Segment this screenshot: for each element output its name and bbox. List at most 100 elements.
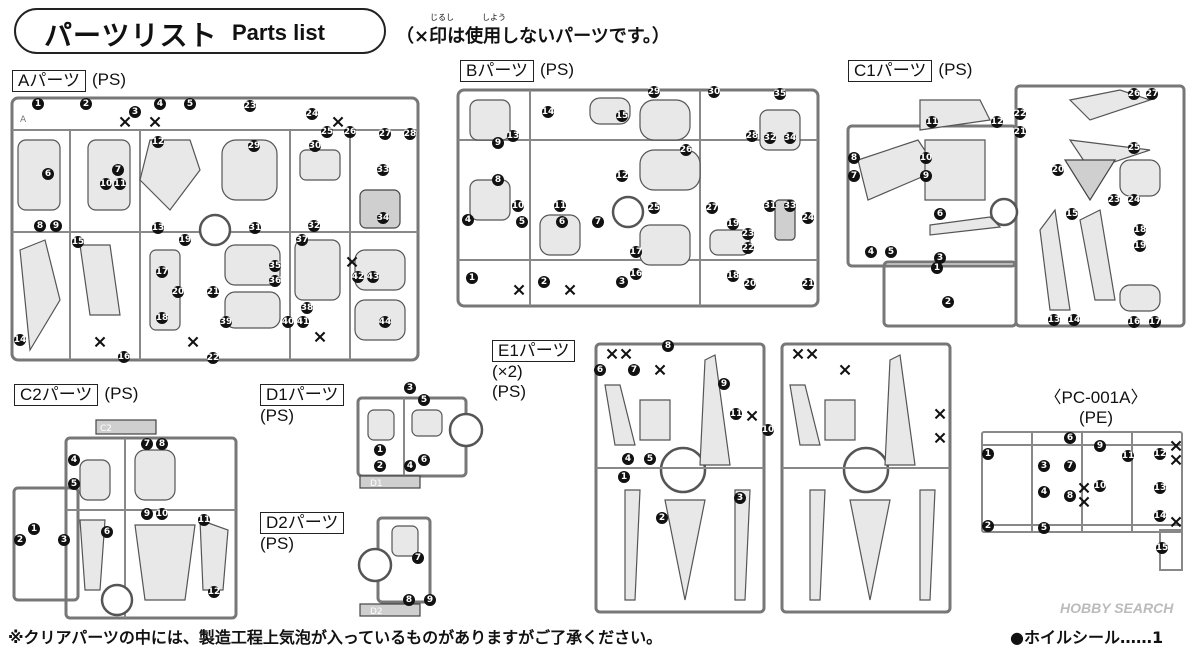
svg-text:4: 4 [157,99,163,109]
unused-mark: × [117,112,132,133]
section-a-label: Aパーツ [12,70,86,92]
part-number-badge: 5 [184,98,196,110]
part-number-badge: 11 [114,178,126,190]
part-number-badge: 1 [28,523,40,535]
part-number-badge: 31 [764,200,776,212]
svg-text:3: 3 [407,383,413,393]
unused-mark: × [804,344,819,365]
unused-mark: × [744,406,759,427]
svg-text:2: 2 [985,521,991,531]
unused-mark: × [604,344,619,365]
svg-text:26: 26 [1128,89,1141,99]
part-number-badge: 32 [764,132,776,144]
part-number-badge: 6 [556,216,568,228]
svg-text:22: 22 [1014,109,1027,119]
unused-mark: × [312,327,327,348]
svg-text:14: 14 [14,335,27,345]
svg-text:44: 44 [379,317,392,327]
svg-text:19: 19 [727,219,740,229]
svg-text:19: 19 [1134,241,1147,251]
part-number-badge: 38 [301,302,314,314]
svg-text:39: 39 [220,317,233,327]
svg-text:11: 11 [926,117,939,127]
part-number-badge: 15 [1156,542,1168,554]
svg-text:1: 1 [377,445,383,455]
svg-text:29: 29 [248,141,261,151]
part-number-badge: 27 [1146,88,1158,100]
svg-text:10: 10 [156,509,169,519]
svg-text:11: 11 [730,409,743,419]
part-number-badge: 34 [377,212,389,224]
svg-text:26: 26 [680,145,693,155]
unused-mark: × [1076,492,1091,513]
part-number-badge: 29 [248,140,261,152]
svg-text:24: 24 [802,213,815,223]
runner-d2: D2 [357,516,432,617]
part-number-badge: 31 [249,222,261,234]
part-number-badge: 26 [1128,88,1141,100]
svg-text:8: 8 [851,153,857,163]
part-number-badge: 4 [622,453,634,465]
svg-text:11: 11 [198,515,211,525]
part-number-badge: 6 [101,526,113,538]
part-number-badge: 1 [982,448,994,460]
svg-text:6: 6 [421,455,427,465]
part-number-badge: 8 [1064,490,1076,502]
part-number-badge: 14 [1068,314,1080,326]
svg-text:13: 13 [152,223,165,233]
part-number-badge: 32 [308,220,320,232]
svg-text:13: 13 [507,131,520,141]
part-number-badge: 6 [42,168,54,180]
section-pc-material: (PE) [1079,408,1113,427]
svg-text:9: 9 [923,171,929,181]
svg-text:1: 1 [31,524,37,534]
unused-mark: × [344,252,359,273]
part-number-badge: 13 [1154,482,1166,494]
svg-text:1: 1 [621,472,627,482]
part-number-badge: 5 [1038,522,1050,534]
unused-note-text: （×印は使用しないパーツです。） [396,26,670,47]
svg-text:25: 25 [648,203,661,213]
svg-text:7: 7 [851,171,857,181]
part-number-badge: 19 [727,218,740,230]
runner-tag-c2: C2 [100,424,112,434]
section-c1-header: C1パーツ (PS) [848,60,972,82]
svg-text:7: 7 [415,553,421,563]
svg-text:42: 42 [352,272,365,282]
part-number-badge: 5 [644,453,656,465]
part-number-badge: 30 [708,86,720,98]
section-c2-label: C2パーツ [14,384,99,406]
part-number-badge: 30 [309,140,321,152]
svg-text:38: 38 [301,303,314,313]
svg-text:21: 21 [802,279,815,289]
svg-text:4: 4 [625,454,631,464]
part-number-badge: 4 [404,460,416,472]
svg-text:3: 3 [737,493,743,503]
svg-text:8: 8 [406,595,412,605]
svg-text:5: 5 [888,247,894,257]
unused-mark: × [1076,478,1091,499]
section-d2-header: D2パーツ (PS) [260,512,345,554]
part-number-badge: 7 [1064,460,1076,472]
part-number-badge: 28 [404,128,416,140]
unused-mark: × [932,404,947,425]
section-d1-header: D1パーツ (PS) [260,384,345,426]
svg-text:2: 2 [17,535,23,545]
svg-text:4: 4 [407,461,413,471]
part-number-badge: 11 [730,408,743,420]
svg-text:3: 3 [132,107,138,117]
runner-tag-d1: D1 [370,479,383,489]
svg-text:5: 5 [647,454,653,464]
section-d1-material: (PS) [260,406,294,425]
ruby-shiyou: しよう [482,13,506,22]
part-number-badge: 8 [662,340,674,352]
svg-text:21: 21 [1014,127,1027,137]
part-number-badge: 15 [72,236,84,248]
svg-text:3: 3 [61,535,67,545]
part-number-badge: 18 [1134,224,1146,236]
svg-text:36: 36 [269,276,282,286]
part-number-badge: 3 [404,382,416,394]
part-number-badge: 2 [14,534,26,546]
part-number-badge: 17 [1149,316,1161,328]
svg-text:19: 19 [179,235,192,245]
